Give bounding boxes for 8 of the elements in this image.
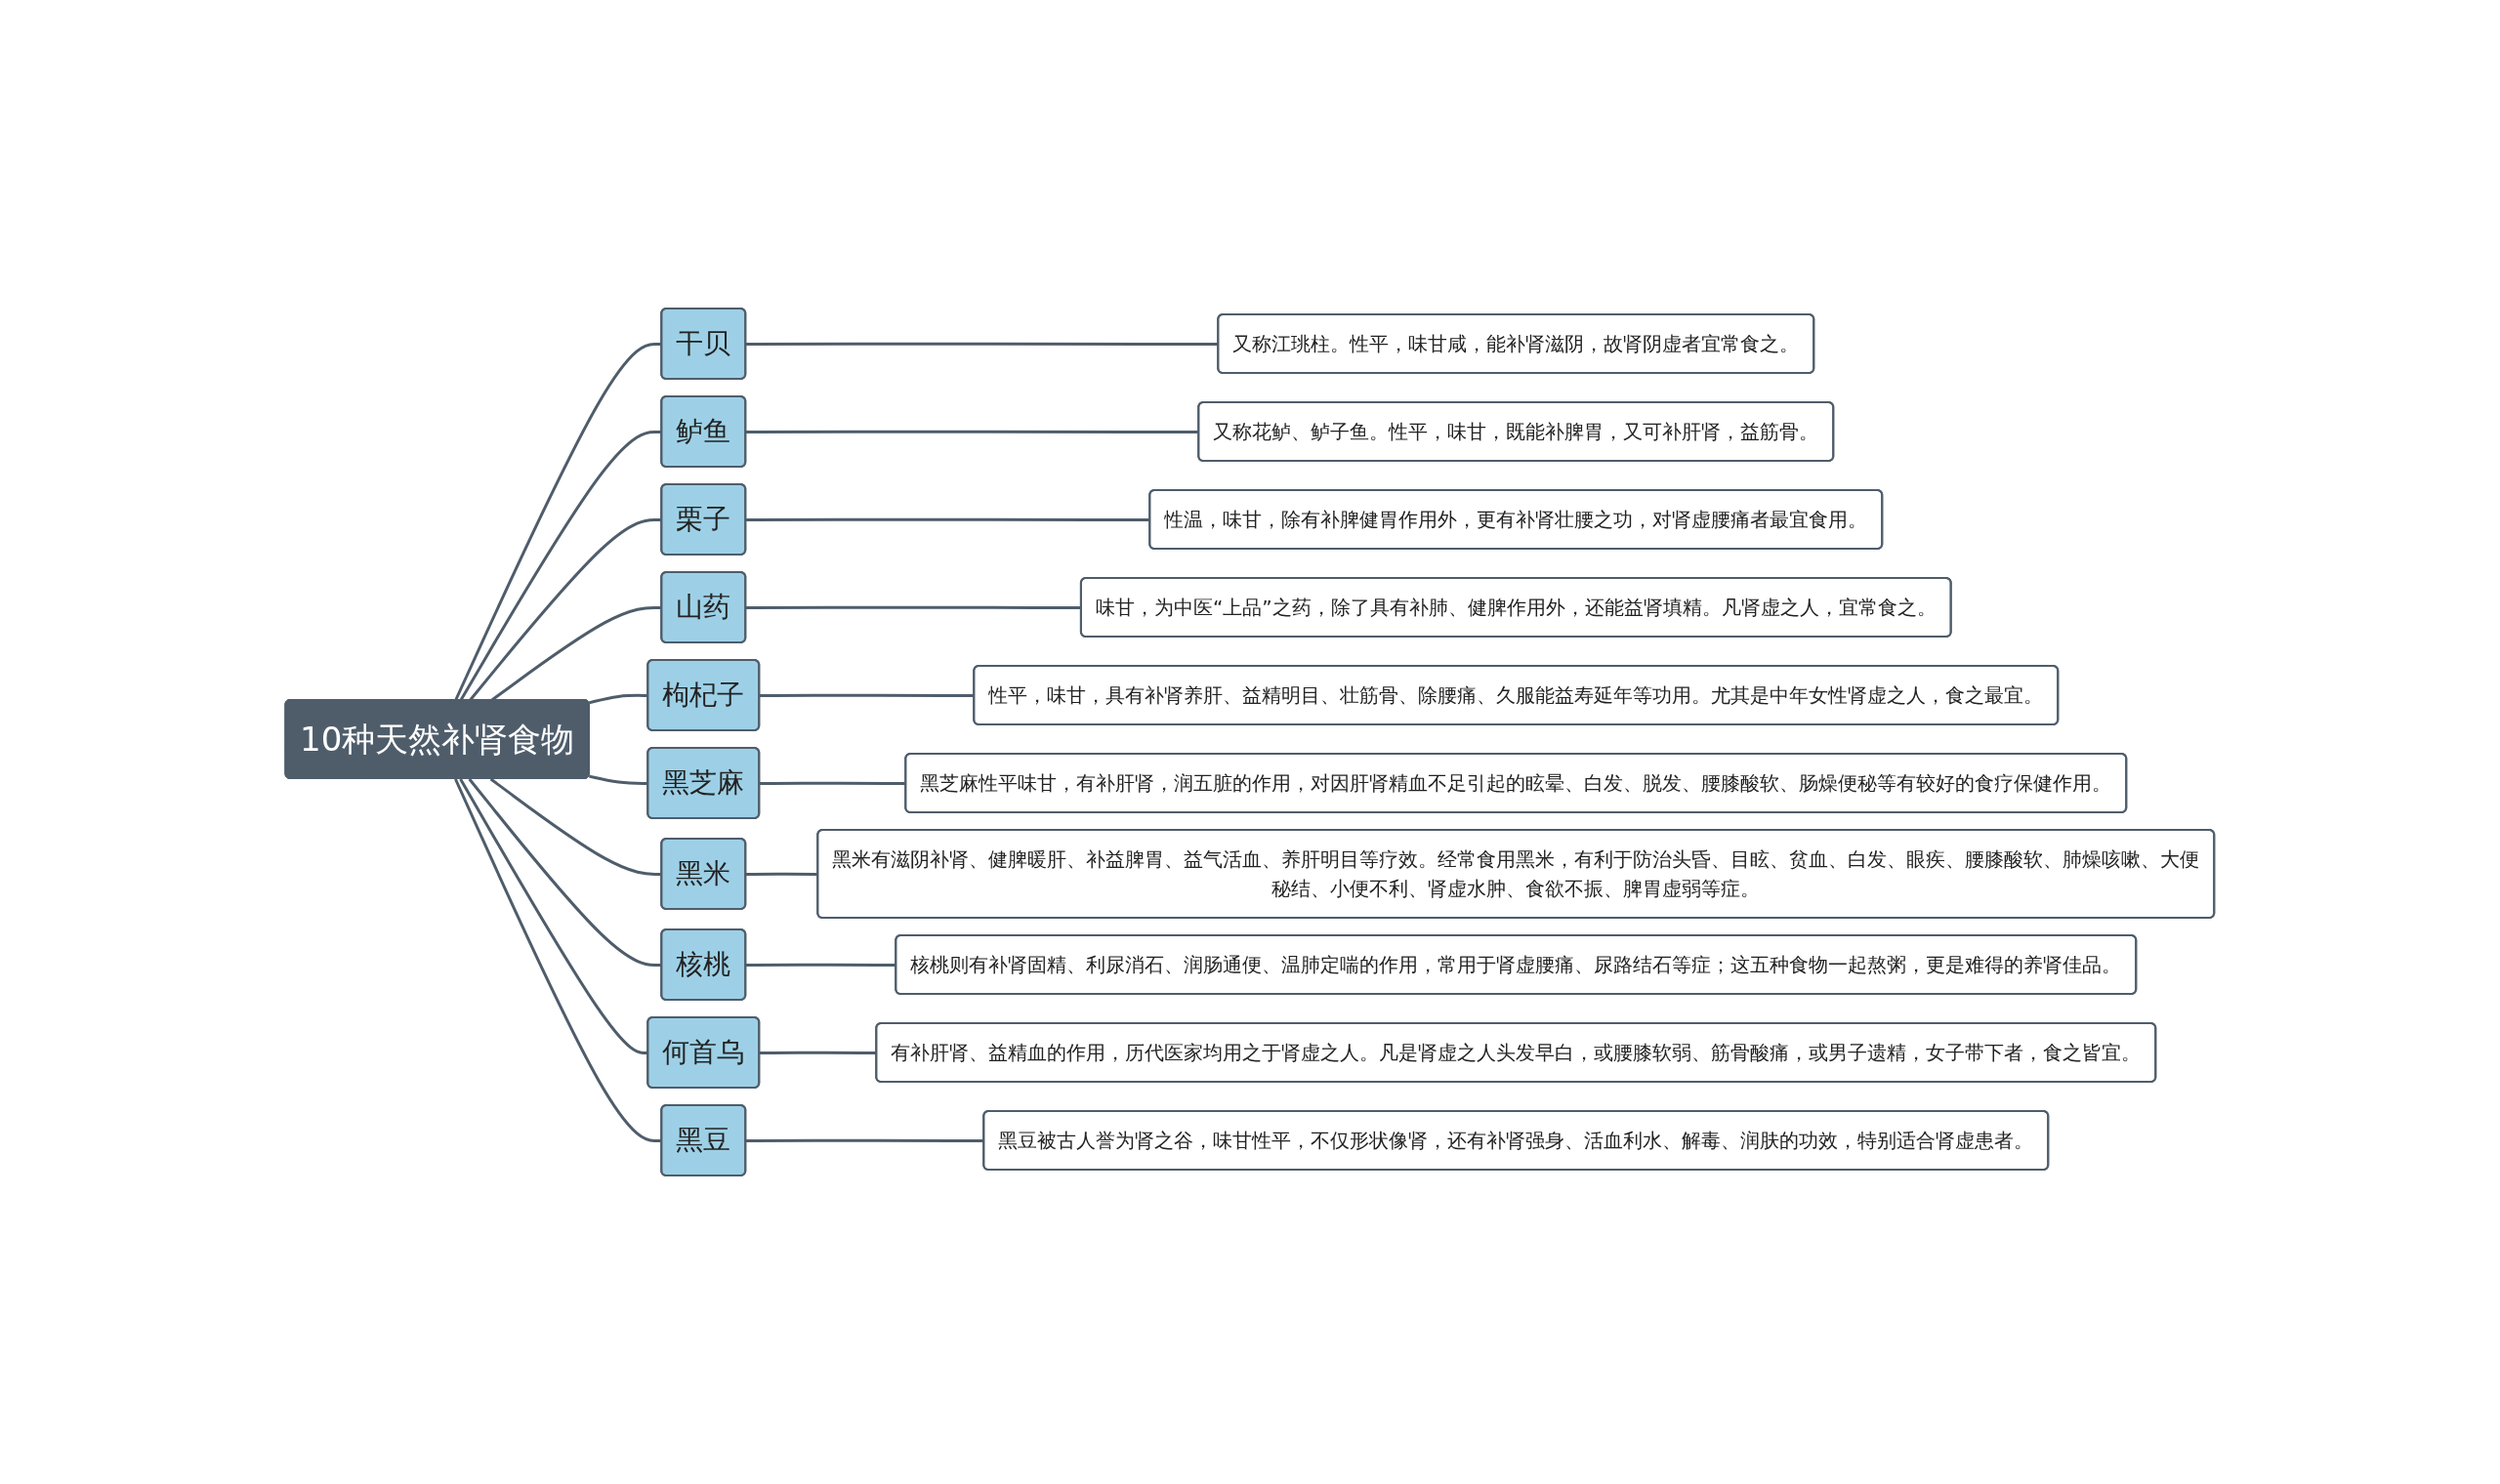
node-text: 味甘，为中医“上品”之药，除了具有补肺、健脾作用外，还能益肾填精。凡肾虚之人，宜常食之。 [1096,596,1937,619]
node-text: 黑米有滋阴补肾、健脾暖肝、补益脾胃、益气活血、养肝明目等疗效。经常食用黑米，有利于防治头昏、目眩、贫血、白发、眼疾、腰膝酸软、肺燥咳嗽、大便秘结、小便不利、肾虚水肿、食欲不振、脾胃虚弱等症。 [832,847,2200,900]
node-text: 黑豆被古人誉为肾之谷，味甘性平，不仅形状像肾，还有补肾强身、活血利水、解毒、润肤的功效，特别适合肾虚患者。 [998,1129,2034,1152]
node-text: 有补肝肾、益精血的作用，历代医家均用之于肾虚之人。凡是肾虚之人头发早白，或腰膝软弱、筋骨酸痛，或男子遗精，女子带下者，食之皆宜。 [891,1041,2142,1064]
connector [746,605,1082,609]
node-text: 黑芝麻性平味甘，有补肝肾，润五脏的作用，对因肝肾精血不足引起的眩晕、白发、脱发、腰膝酸软、肠燥便秘等有较好的食疗保健作用。 [920,771,2112,795]
node-text: 核桃则有补肾固精、利尿消石、润肠通便、温肺定喘的作用，常用于肾虚腰痛、尿路结石等症；这五种食物一起熬粥，更是难得的养肾佳品。 [910,953,2122,976]
node-text: 性平，味甘，具有补肾养肝、益精明目、壮筋骨、除腰痛、久服能益寿延年等功用。尤其是中年女性肾虚之人，食之最宜。 [988,683,2044,707]
